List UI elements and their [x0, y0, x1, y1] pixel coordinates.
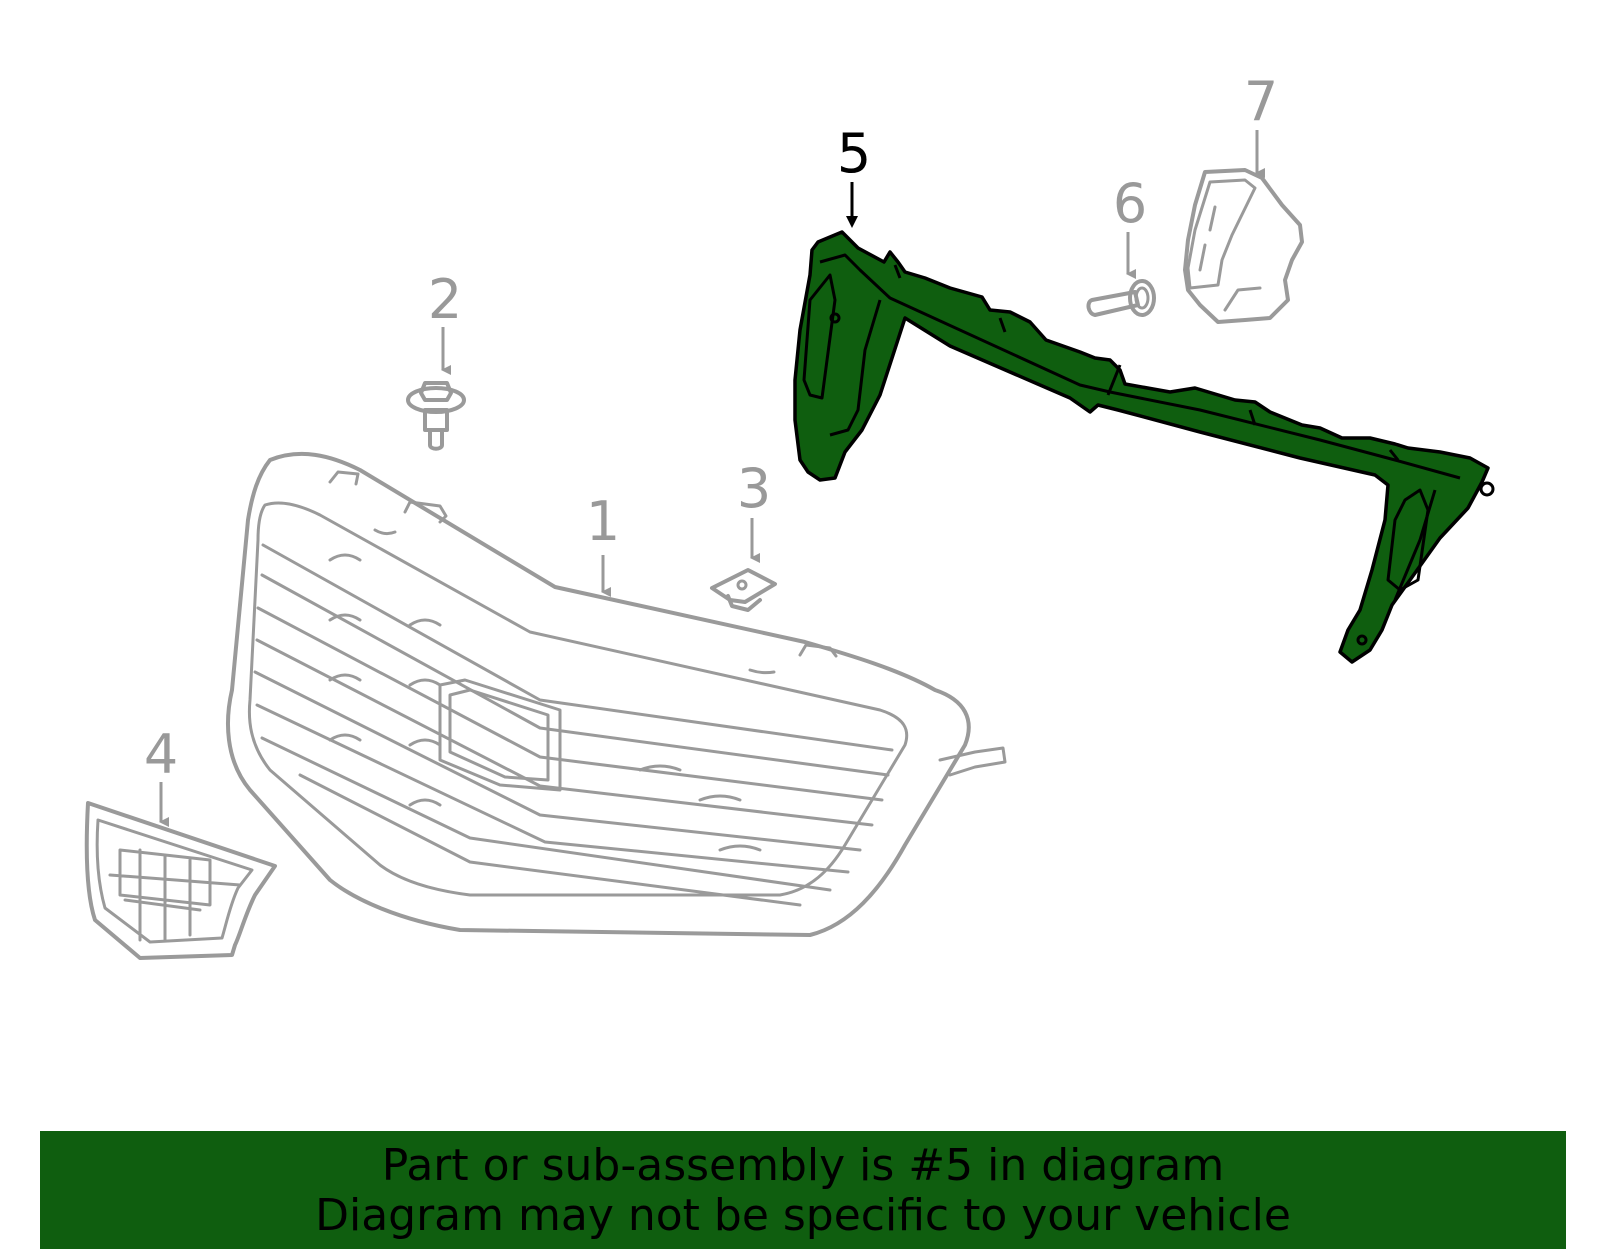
- push-pin-part: [1086, 279, 1156, 317]
- callout-leaders: [159, 130, 1265, 827]
- grille-bracket-part-highlighted: [793, 230, 1495, 664]
- cover-part: [1183, 168, 1304, 324]
- grille-part: [226, 452, 1007, 937]
- callout-6: 6: [1113, 172, 1147, 235]
- bolt-part: [406, 381, 466, 451]
- banner-line-1: Part or sub-assembly is #5 in diagram: [381, 1140, 1225, 1191]
- callout-5: 5: [837, 122, 871, 185]
- callout-7: 7: [1244, 70, 1278, 133]
- emblem-part: [84, 801, 277, 960]
- callout-1: 1: [586, 490, 620, 553]
- clip-nut-part: [710, 568, 777, 612]
- callout-3: 3: [737, 457, 771, 520]
- banner-line-2: Diagram may not be specific to your vehi…: [315, 1190, 1291, 1241]
- callout-4: 4: [144, 723, 178, 786]
- callout-leader-5: [846, 182, 858, 228]
- info-banner: Part or sub-assembly is #5 in diagram Di…: [40, 1131, 1566, 1249]
- callout-2: 2: [428, 268, 462, 331]
